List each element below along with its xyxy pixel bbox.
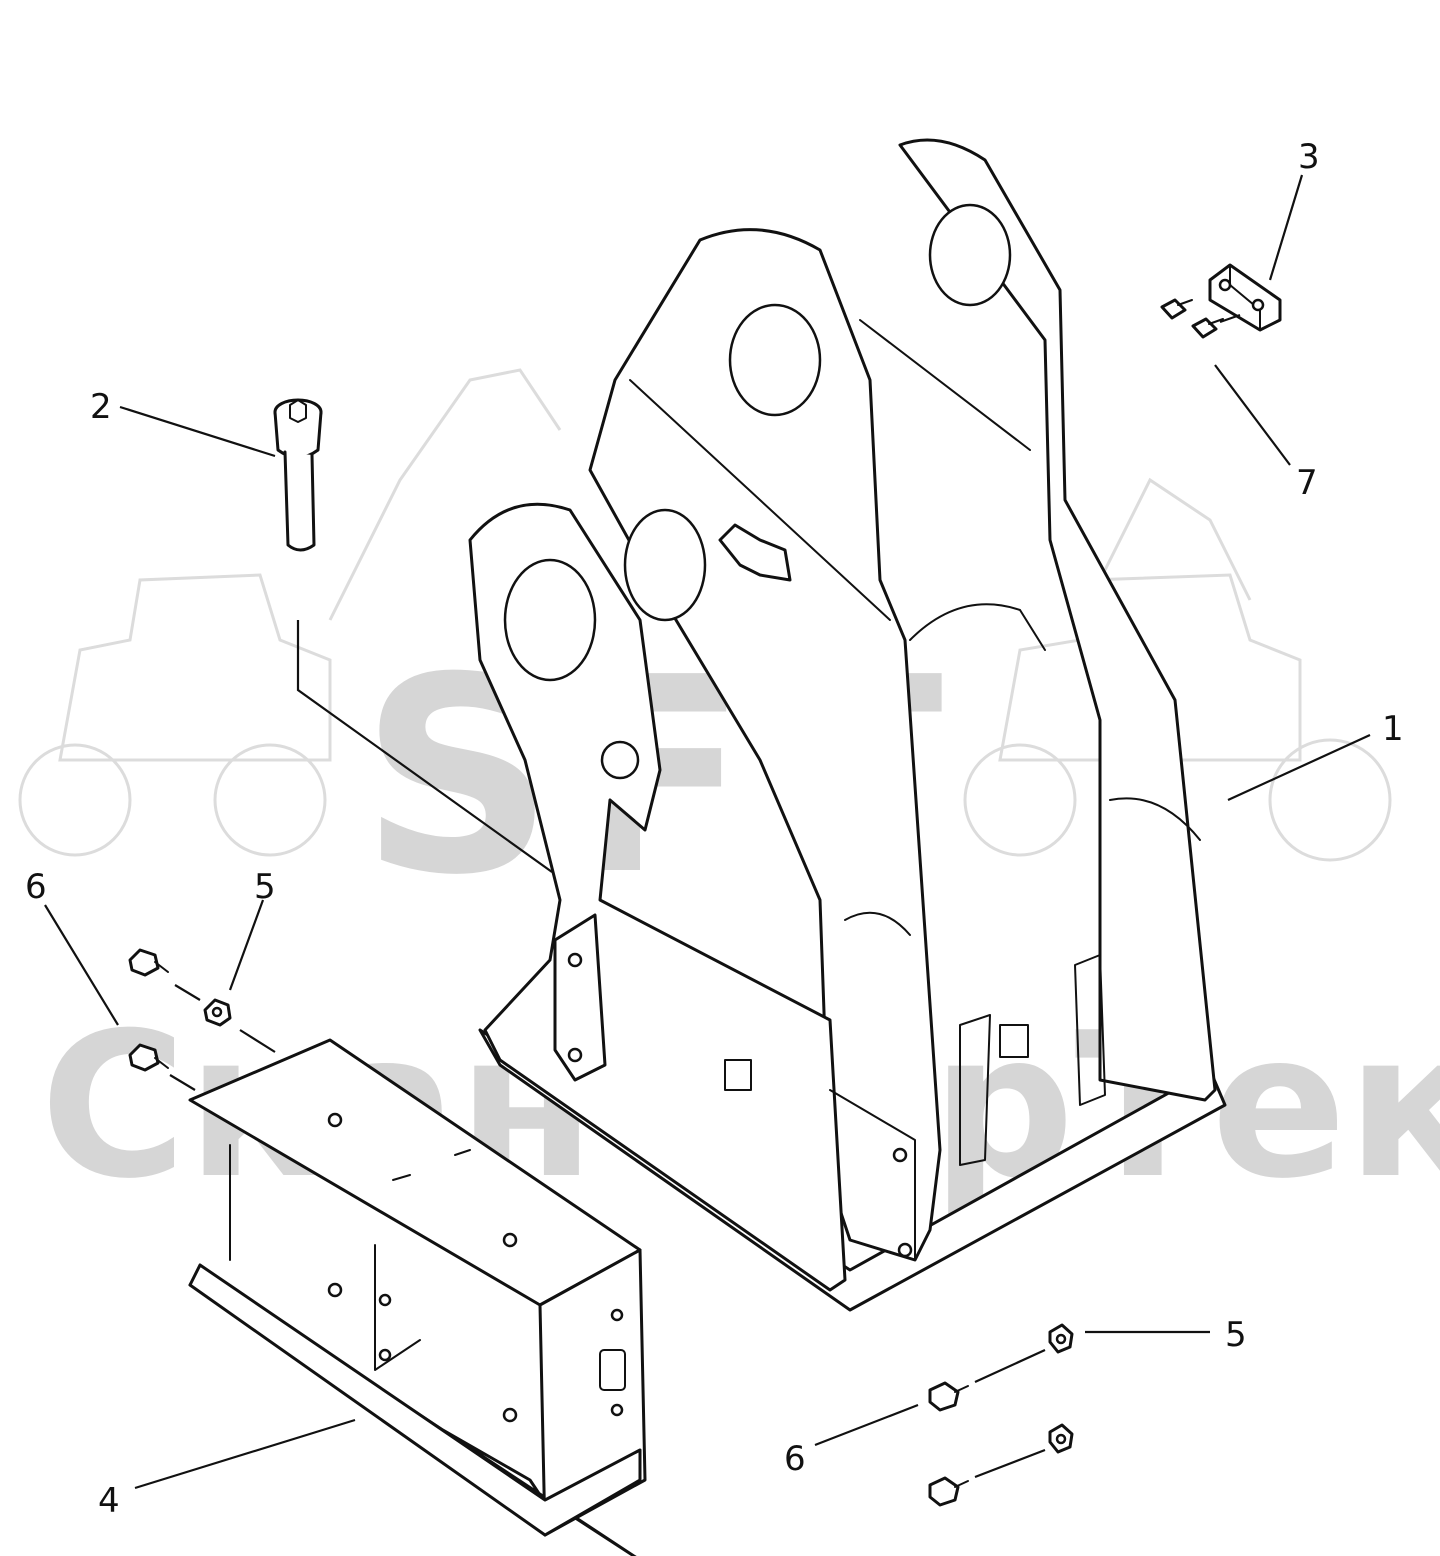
pivot-hole-top <box>928 203 1012 307</box>
leader-6a <box>44 904 119 1026</box>
assembly-path-screw <box>296 620 553 873</box>
callout-3: 3 <box>1298 137 1320 177</box>
callout-6-right: 6 <box>784 1439 806 1479</box>
part-2-cap-screw <box>273 398 323 552</box>
bolt-6-lower-right <box>928 1476 960 1507</box>
leader-2 <box>119 405 276 458</box>
callout-1: 1 <box>1382 709 1404 749</box>
assembly-path-nut-left <box>239 1029 276 1053</box>
callout-7: 7 <box>1296 463 1318 503</box>
grease-fitting <box>718 523 792 582</box>
part-4-bracket-tray <box>188 1038 647 1556</box>
leader-lines <box>44 174 1371 1490</box>
leader-4 <box>134 1418 356 1490</box>
part-3-clamp-block <box>1208 263 1282 332</box>
leader-6b <box>814 1403 919 1447</box>
callout-5-left: 5 <box>254 867 276 907</box>
leader-7 <box>1214 364 1291 466</box>
leader-5a <box>228 899 265 991</box>
part-7-bolts <box>1160 298 1224 339</box>
pivot-hole-left <box>503 558 597 682</box>
callout-2: 2 <box>90 387 112 427</box>
parts-5-6-fasteners-left <box>128 948 232 1072</box>
assembly-path-bolt7 <box>1219 313 1241 324</box>
callout-5-right: 5 <box>1225 1315 1247 1355</box>
parts-5-6-fasteners-right <box>928 1323 1074 1507</box>
part-1-main-frame <box>468 138 1227 1312</box>
bolt-6-upper-right <box>928 1381 960 1412</box>
leader-3 <box>1268 174 1304 281</box>
bolt-6-lower-left <box>128 1043 160 1072</box>
callout-4: 4 <box>98 1481 120 1521</box>
mounting-bracket <box>553 913 607 1082</box>
pivot-hole-middle <box>728 303 822 417</box>
callout-labels: 1 2 3 4 5 5 6 6 7 <box>25 137 1404 1521</box>
assembly-path-right-lower <box>974 1448 1046 1479</box>
callout-6-left: 6 <box>25 867 47 907</box>
watermark-vehicles-icon <box>18 368 1392 862</box>
assembly-path-left-lower <box>169 1074 196 1091</box>
assembly-path-right-upper <box>974 1348 1046 1384</box>
pivot-hole-front <box>623 508 707 622</box>
leader-1 <box>1227 733 1371 802</box>
assembly-path-left-upper <box>174 984 201 1001</box>
bolt-6-upper-left <box>128 948 160 977</box>
link-hole <box>600 740 640 780</box>
